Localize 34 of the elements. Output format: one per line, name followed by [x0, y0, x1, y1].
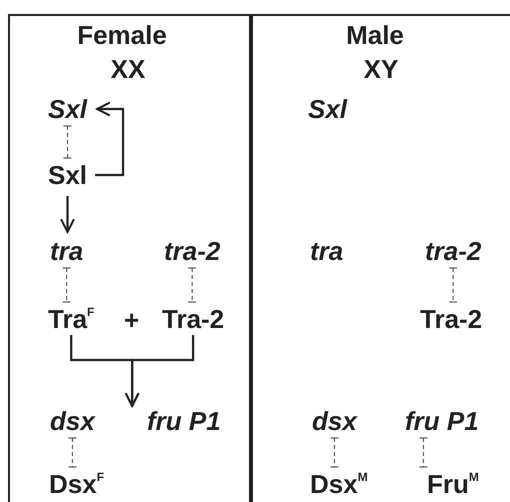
panel-heading: Male — [346, 22, 404, 48]
gene-name: tra — [50, 238, 84, 264]
gene-name: fru P1 — [405, 408, 479, 434]
gene-name: tra-2 — [164, 238, 220, 264]
panel-heading: Female — [77, 22, 167, 48]
gene-name: Sxl — [48, 96, 88, 122]
panel-heading: XY — [364, 56, 398, 82]
plus-sign: + — [124, 307, 140, 333]
arrow — [95, 102, 124, 176]
panel-frame — [251, 14, 510, 502]
gene-name: tra-2 — [425, 238, 482, 264]
protein-name: Tra$^{F}$ — [48, 306, 94, 332]
dashed-connector — [448, 268, 458, 302]
arrow — [124, 335, 194, 408]
dashed-connector — [68, 438, 77, 468]
gene-name: dsx — [312, 408, 357, 434]
protein-name: Dsx$^{F}$ — [49, 471, 104, 497]
protein-name: Fru$^{M}$ — [427, 471, 479, 497]
panel-frame — [8, 14, 251, 502]
gene-name: fru P1 — [147, 408, 221, 434]
protein-name: Tra-2 — [420, 306, 482, 332]
protein-name: Sxl — [48, 162, 88, 188]
dashed-connector — [188, 268, 197, 302]
dashed-connector — [330, 438, 339, 468]
gene-name: tra — [310, 238, 344, 264]
gene-name: dsx — [50, 408, 95, 434]
arrow — [60, 196, 75, 234]
panel-heading: XX — [110, 56, 146, 82]
dashed-connector — [63, 126, 72, 158]
dashed-connector — [418, 438, 428, 468]
protein-name: Tra-2 — [162, 306, 224, 332]
dashed-connector — [62, 268, 72, 302]
gene-name: Sxl — [308, 96, 348, 122]
protein-name: Dsx$^{M}$ — [310, 471, 368, 497]
